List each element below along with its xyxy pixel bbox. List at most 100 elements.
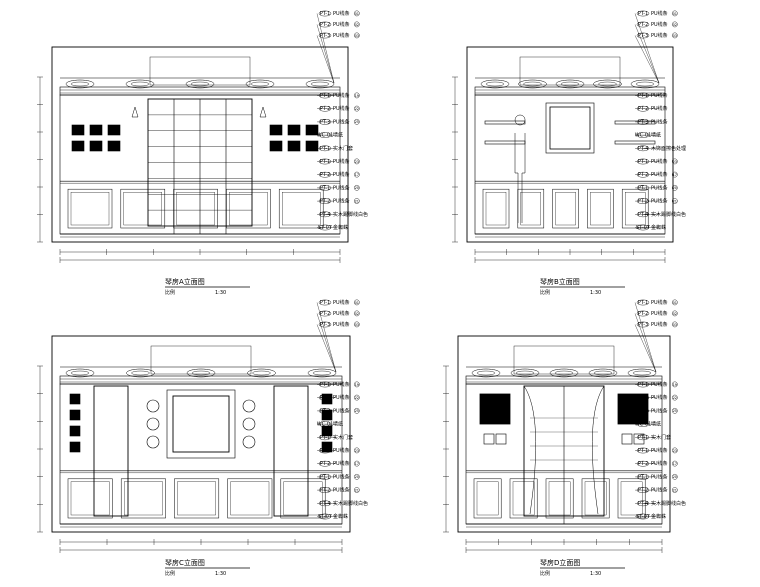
elevation-frame <box>466 46 674 243</box>
callout-code: PT-3 <box>320 322 331 328</box>
callout-tag <box>318 171 332 178</box>
callout-tag <box>318 474 332 480</box>
callout-text: PU线条 <box>651 118 668 125</box>
callout-tag <box>636 381 650 388</box>
elevation-title: 琴房A立面图 <box>165 277 205 286</box>
callout-number: 22 <box>673 396 677 400</box>
wall-artwork <box>287 140 301 152</box>
wainscot-panel <box>552 188 579 229</box>
callout-number-circle <box>353 460 360 467</box>
callout-text: PU线条 <box>333 321 350 328</box>
callout-tag <box>636 447 650 454</box>
callout-number: 19 <box>355 94 359 98</box>
callout-code: WC-01 <box>635 133 652 139</box>
ceiling-coffer <box>245 79 275 89</box>
elevation-title: 琴房B立面图 <box>540 277 580 286</box>
callout-code: PT-3 <box>638 322 649 328</box>
callout-number: 23 <box>673 160 677 164</box>
wainscot-panel <box>226 188 271 229</box>
callout-tag <box>636 171 650 178</box>
callout-code: ST-07 <box>318 225 332 231</box>
callout-code: PT-2 <box>638 395 649 401</box>
scale-label: 比例 <box>540 289 550 296</box>
callout-tag <box>318 92 332 99</box>
callout-text: PU线条 <box>651 105 668 112</box>
ceiling-coffer <box>126 368 155 378</box>
callout-code: PT-3 <box>638 33 649 39</box>
scale-label: 比例 <box>165 570 175 577</box>
callout-number-circle <box>672 10 678 17</box>
ceiling-coffer <box>247 368 276 378</box>
wainscot-panel <box>173 188 218 229</box>
callout-tag <box>636 145 650 152</box>
callout-tag <box>636 92 650 99</box>
framed-painting <box>549 106 591 150</box>
wall-artwork <box>107 140 121 152</box>
wall-sconce-icon <box>131 106 139 118</box>
callout-tag <box>318 310 332 317</box>
callout-code: PT-4 <box>638 212 649 218</box>
callout-tag <box>636 434 650 441</box>
callout-number-circle <box>353 184 360 191</box>
callout-tag <box>318 421 332 427</box>
callout-text: PU线条 <box>651 321 668 328</box>
medallion-icon <box>146 435 160 449</box>
callout-number-circle <box>353 299 360 306</box>
callout-number: 17 <box>355 173 359 177</box>
callout-tag <box>318 321 332 328</box>
callout-tag <box>636 321 650 328</box>
callout-number: 20 <box>355 186 359 190</box>
wainscot-panel <box>545 478 574 519</box>
medallion-icon <box>146 417 160 431</box>
callout-number: 20 <box>673 186 677 190</box>
wall-artwork <box>89 124 103 136</box>
wall-artwork <box>287 124 301 136</box>
callout-code: PT-2 <box>638 199 649 205</box>
callout-number-circle <box>672 321 678 328</box>
callout-number: 20 <box>673 475 677 479</box>
callout-tag <box>318 198 332 204</box>
ceiling-coffer <box>480 79 510 89</box>
callout-code: PT-1 <box>638 435 649 441</box>
medallion-icon <box>242 435 256 449</box>
callout-number: 23 <box>673 449 677 453</box>
callout-tag <box>636 158 650 165</box>
callout-code: PT-2 <box>320 488 331 494</box>
elevation-frame <box>51 46 349 243</box>
callout-text: 金蜘蛛 <box>651 513 666 520</box>
callout-number-circle <box>672 381 678 388</box>
callout-number: 02 <box>673 23 677 27</box>
wainscot-panel <box>617 478 646 519</box>
callout-tag <box>318 132 332 138</box>
wall-artwork <box>71 124 85 136</box>
callout-tag <box>318 447 332 454</box>
callout-number-circle <box>353 119 360 125</box>
wall-artwork <box>305 140 319 152</box>
callout-number-circle <box>353 473 360 480</box>
callout-code: PT-1 <box>320 146 331 152</box>
callout-tag <box>636 310 650 317</box>
scale-value: 1:30 <box>215 290 226 296</box>
callout-code: PT-3 <box>638 119 649 125</box>
medallion-icon <box>242 399 256 413</box>
wall-sconce-icon <box>259 106 267 118</box>
callout-text: 墙纸 <box>333 132 343 139</box>
callout-number-circle <box>672 460 678 467</box>
callout-number-circle <box>672 299 678 306</box>
